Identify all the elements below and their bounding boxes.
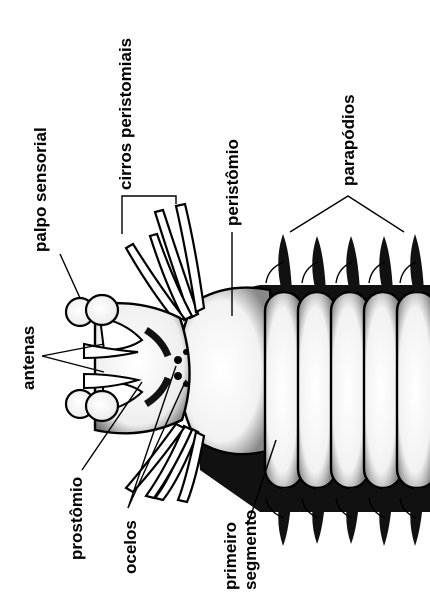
label-parapodios: parapódios [339, 94, 358, 186]
label-cirros-peristomiais: cirros peristomiais [116, 38, 135, 190]
label-segmento: segmento [241, 510, 260, 590]
label-antenas: antenas [19, 326, 38, 390]
worm-body [179, 285, 430, 512]
segment-5 [397, 292, 430, 488]
label-ocelos: ocelos [121, 520, 140, 574]
label-palpo-sensorial: palpo sensorial [31, 127, 50, 252]
label-peristomio: peristômio [223, 139, 242, 226]
label-prostomio: prostômio [67, 477, 86, 560]
label-primeiro: primeiro [221, 522, 240, 590]
